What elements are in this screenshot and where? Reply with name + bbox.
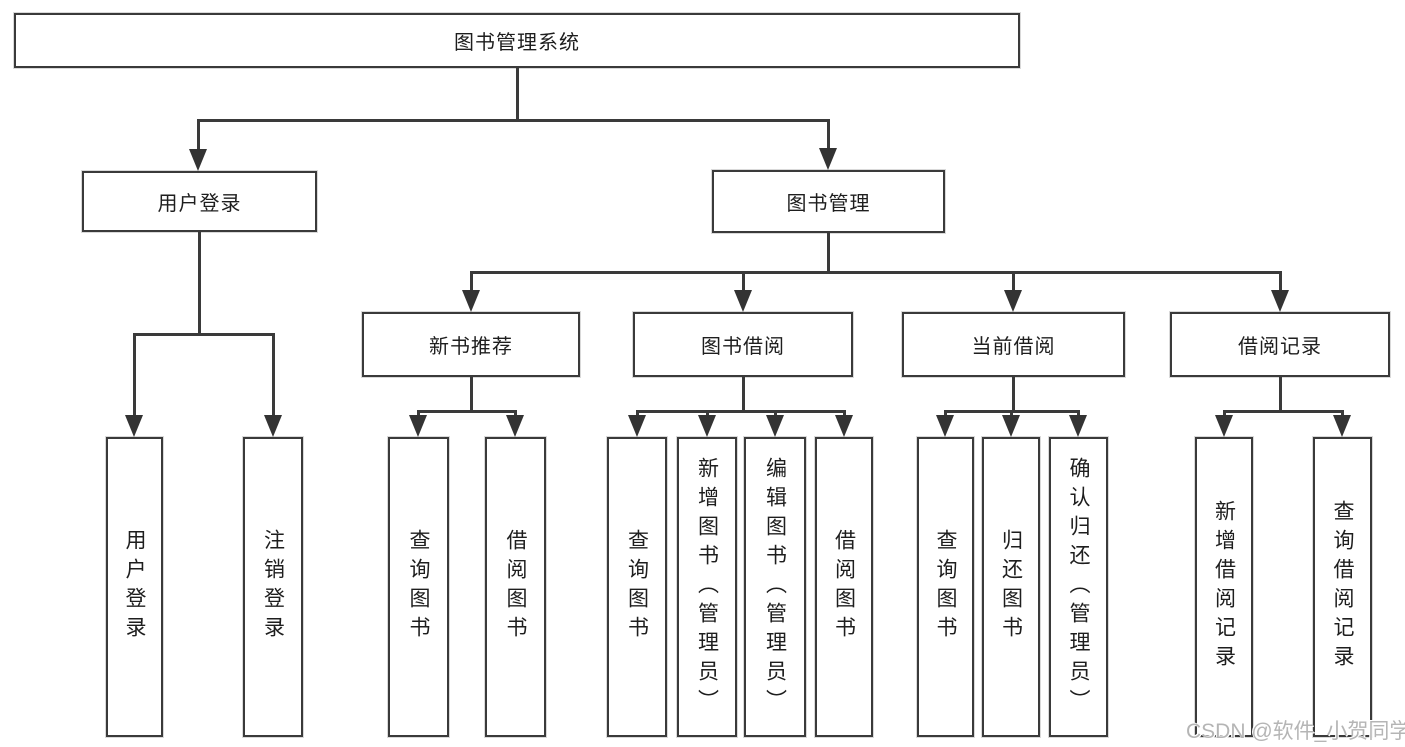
- node-label: 查询图书: [934, 529, 957, 645]
- connector-line: [470, 271, 473, 302]
- leaf-borrow-books: 借阅图书: [485, 437, 546, 737]
- leaf-edit-book-admin: 编辑图书（管理员）: [744, 437, 806, 737]
- node-label: 新书推荐: [429, 336, 513, 358]
- leaf-add-book-admin: 新增图书（管理员）: [677, 437, 737, 737]
- node-borrowing-records: 借阅记录: [1170, 312, 1390, 377]
- arrow-down-icon: [698, 415, 716, 437]
- leaf-query-books: 查询图书: [607, 437, 667, 737]
- connector-line: [197, 119, 200, 161]
- arrow-down-icon: [462, 290, 480, 312]
- node-label: 用户登录: [157, 193, 242, 215]
- node-book-borrowing: 图书借阅: [633, 312, 853, 377]
- connector-line: [636, 410, 845, 413]
- node-label: 确认归还（管理员）: [1067, 456, 1090, 718]
- connector-line: [470, 271, 1281, 274]
- arrow-down-icon: [125, 415, 143, 437]
- leaf-query-books: 查询图书: [917, 437, 974, 737]
- arrow-down-icon: [628, 415, 646, 437]
- arrow-down-icon: [1271, 290, 1289, 312]
- node-label: 归还图书: [999, 529, 1023, 645]
- connector-line: [516, 68, 519, 122]
- arrow-down-icon: [409, 415, 427, 437]
- node-label: 编辑图书（管理员）: [763, 456, 787, 718]
- node-label: 借阅图书: [832, 529, 856, 645]
- node-label: 查询图书: [407, 529, 430, 645]
- node-new-book-recommendation: 新书推荐: [362, 312, 580, 377]
- leaf-logout: 注销登录: [243, 437, 303, 737]
- node-label: 注销登录: [261, 529, 285, 645]
- connector-line: [827, 119, 830, 160]
- arrow-down-icon: [936, 415, 954, 437]
- connector-line: [417, 410, 517, 413]
- node-label: 图书借阅: [701, 336, 785, 358]
- connector-line: [133, 333, 275, 336]
- leaf-user-login: 用户登录: [106, 437, 163, 737]
- node-label: 查询借阅记录: [1331, 500, 1354, 674]
- connector-line: [470, 377, 473, 413]
- connector-line: [1279, 271, 1282, 302]
- node-current-borrowing: 当前借阅: [902, 312, 1125, 377]
- arrow-down-icon: [819, 148, 837, 170]
- node-label: 新增借阅记录: [1212, 500, 1236, 674]
- leaf-confirm-return-admin: 确认归还（管理员）: [1049, 437, 1108, 737]
- node-label: 借阅记录: [1238, 336, 1322, 358]
- connector-line: [1012, 271, 1015, 302]
- node-user-login-module: 用户登录: [82, 171, 317, 232]
- node-label: 借阅图书: [504, 529, 527, 645]
- leaf-return-books: 归还图书: [982, 437, 1040, 737]
- node-label: 图书管理: [786, 193, 871, 215]
- arrow-down-icon: [1002, 415, 1020, 437]
- arrow-down-icon: [1333, 415, 1351, 437]
- arrow-down-icon: [1069, 415, 1087, 437]
- arrow-down-icon: [1215, 415, 1233, 437]
- node-book-management-module: 图书管理: [712, 170, 945, 233]
- arrow-down-icon: [835, 415, 853, 437]
- connector-line: [742, 271, 745, 302]
- connector-line: [1012, 377, 1015, 413]
- connector-line: [198, 232, 201, 336]
- leaf-borrow-books: 借阅图书: [815, 437, 873, 737]
- node-label: 查询图书: [625, 529, 649, 645]
- arrow-down-icon: [1004, 290, 1022, 312]
- connector-line: [1223, 410, 1343, 413]
- node-label: 新增图书（管理员）: [695, 456, 719, 718]
- connector-line: [742, 377, 745, 413]
- connector-line: [272, 333, 275, 427]
- connector-line: [197, 119, 830, 122]
- node-library-management-system: 图书管理系统: [14, 13, 1020, 68]
- connector-line: [827, 233, 830, 274]
- arrow-down-icon: [189, 149, 207, 171]
- connector-line: [133, 333, 136, 427]
- node-label: 当前借阅: [971, 336, 1056, 358]
- leaf-add-borrow-record: 新增借阅记录: [1195, 437, 1253, 737]
- arrow-down-icon: [506, 415, 524, 437]
- arrow-down-icon: [264, 415, 282, 437]
- connector-line: [1279, 377, 1282, 413]
- arrow-down-icon: [734, 290, 752, 312]
- watermark: CSDN @软件_小贺同学: [1186, 720, 1405, 743]
- leaf-query-borrow-record: 查询借阅记录: [1313, 437, 1372, 737]
- arrow-down-icon: [766, 415, 784, 437]
- leaf-query-books: 查询图书: [388, 437, 449, 737]
- node-label: 图书管理系统: [454, 32, 580, 54]
- node-label: 用户登录: [123, 529, 146, 645]
